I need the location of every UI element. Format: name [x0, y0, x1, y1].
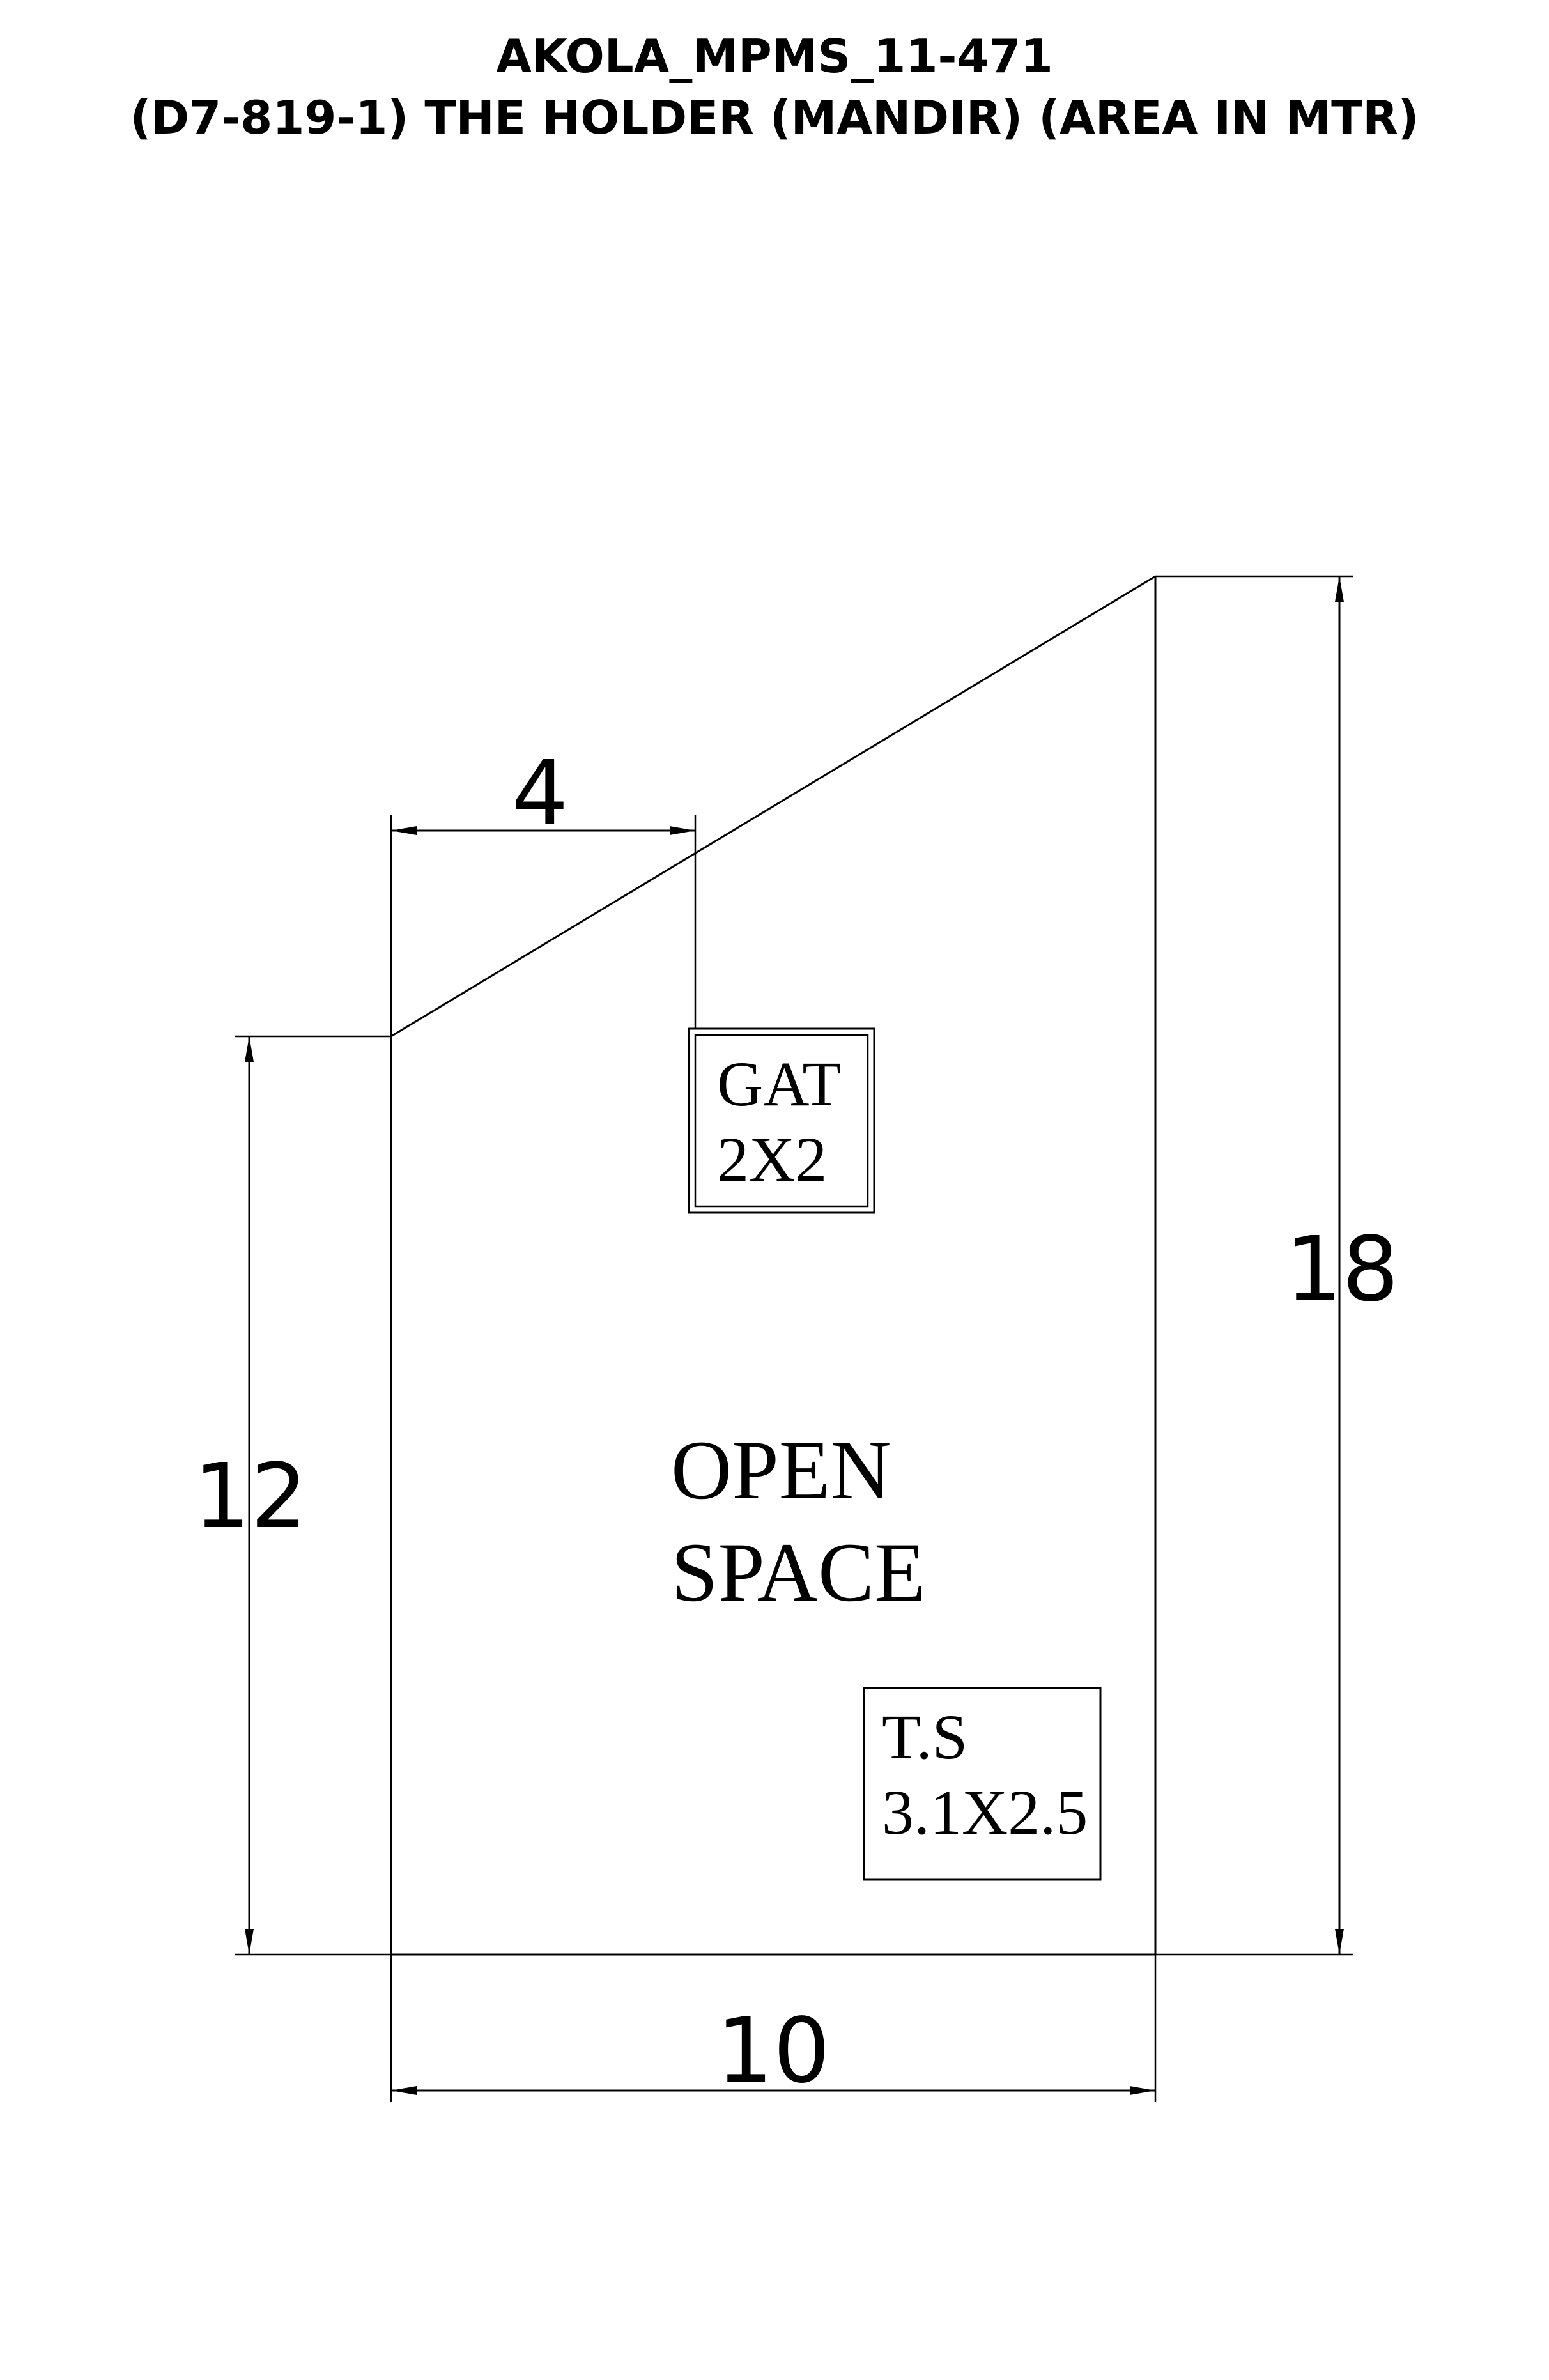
ts-box: T.S 3.1X2.5	[863, 1687, 1102, 1881]
plot-slanted-top-edge	[390, 575, 1156, 1038]
dim-value-top: 4	[511, 742, 568, 846]
plot-outline	[390, 575, 1157, 1956]
dim-value-right: 18	[1285, 1218, 1399, 1322]
dim-value-left: 12	[194, 1445, 307, 1549]
extension-lines	[235, 575, 1353, 2102]
title-line-1: AKOLA_MPMS_11-471	[496, 29, 1053, 83]
ts-label: T.S	[882, 1701, 967, 1772]
ts-size: 3.1X2.5	[882, 1777, 1088, 1848]
open-space-line-2: SPACE	[671, 1525, 926, 1619]
title-block: AKOLA_MPMS_11-471 (D7-819-1) THE HOLDER …	[0, 26, 1549, 148]
dim-value-bottom: 10	[716, 1999, 830, 2103]
open-space-label: OPEN SPACE	[671, 1423, 926, 1619]
gat-label: GAT	[717, 1048, 841, 1119]
gat-box-outer-border	[688, 1027, 875, 1214]
gat-box: GAT 2X2	[688, 1027, 875, 1214]
ts-box-border	[863, 1687, 1102, 1881]
dimension-lines	[245, 576, 1344, 2095]
gat-box-inner-border	[694, 1034, 869, 1208]
open-space-line-1: OPEN	[671, 1423, 891, 1517]
title-line-2: (D7-819-1) THE HOLDER (MANDIR) (AREA IN …	[130, 91, 1419, 144]
gat-size: 2X2	[717, 1124, 827, 1195]
